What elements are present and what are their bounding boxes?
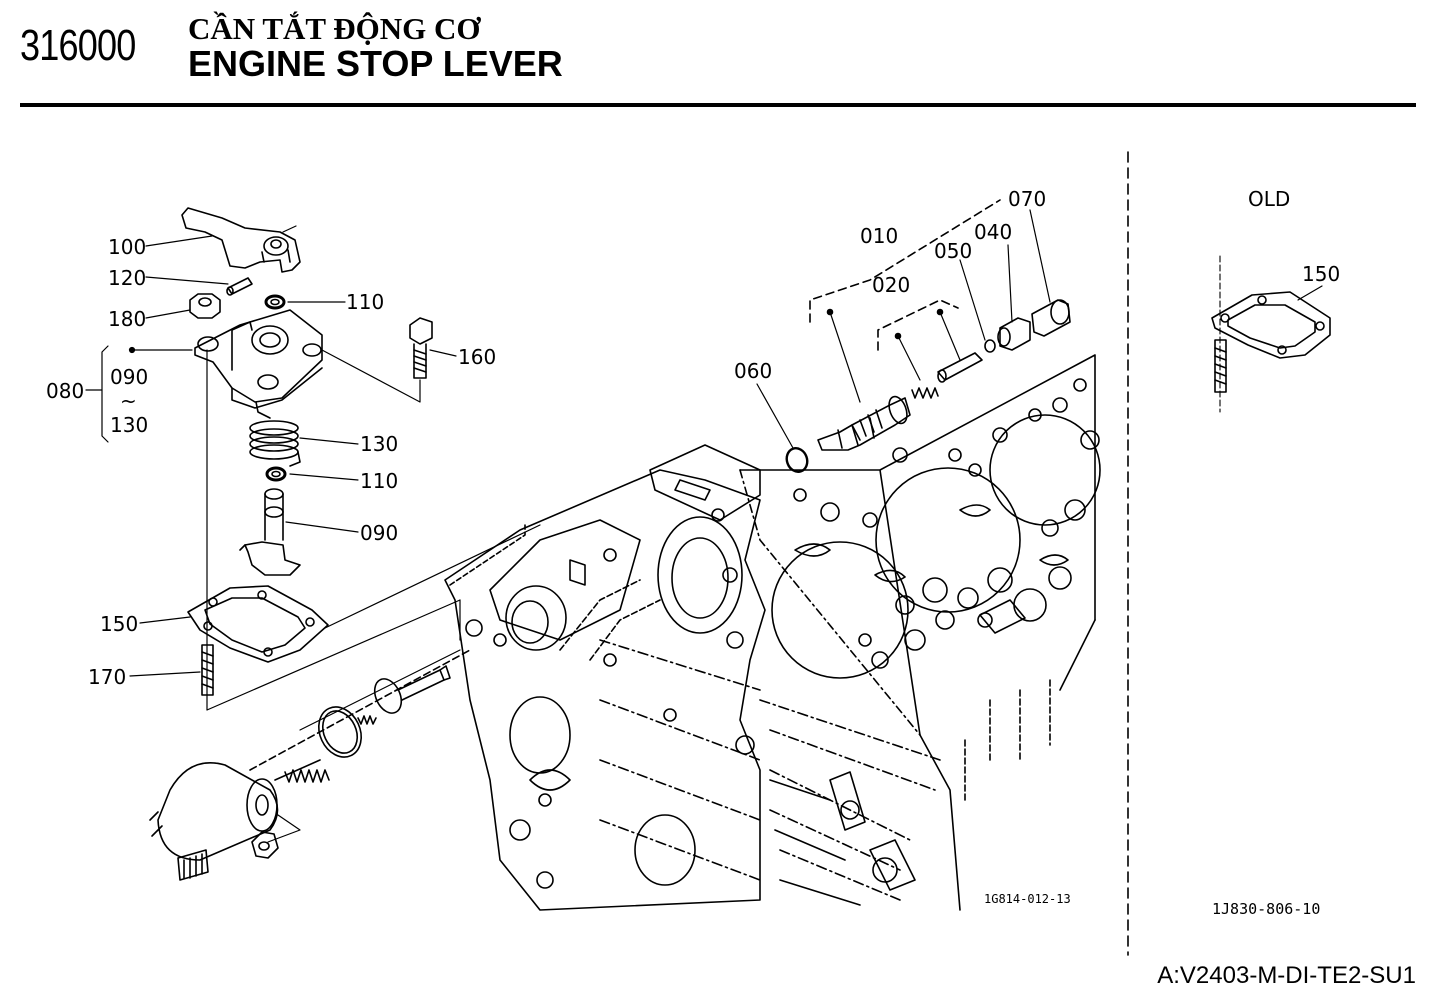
- title-vietnamese: CẦN TẮT ĐỘNG CƠ: [188, 11, 481, 46]
- label-090: 090: [360, 521, 398, 545]
- label-050: 050: [934, 239, 972, 263]
- page-header: 316000 CẦN TẮT ĐỘNG CƠ ENGINE STOP LEVER: [0, 0, 1440, 110]
- old-part-inset: [1127, 151, 1331, 956]
- part-labels: 100 120 180 110 160 080 090 ~ 130 130 11…: [46, 187, 1340, 918]
- stop-solenoid-assembly: [149, 649, 471, 881]
- label-150: 150: [100, 612, 138, 636]
- figure-code-old: 1J830-806-10: [1212, 900, 1320, 918]
- label-170: 170: [88, 665, 126, 689]
- label-120: 120: [108, 266, 146, 290]
- label-range-tilde: ~: [120, 389, 137, 413]
- leader-lines: [85, 209, 1323, 677]
- label-040: 040: [974, 220, 1012, 244]
- label-100: 100: [108, 235, 146, 259]
- label-090-range: 090: [110, 365, 148, 389]
- engine-block: [444, 354, 1101, 911]
- title-english: ENGINE STOP LEVER: [188, 43, 563, 84]
- label-080: 080: [46, 379, 84, 403]
- label-020: 020: [872, 273, 910, 297]
- label-110-lower: 110: [360, 469, 398, 493]
- stop-lever-assembly: [181, 207, 541, 711]
- fuel-cut-assembly: [785, 199, 1071, 473]
- label-110-upper: 110: [346, 290, 384, 314]
- label-060: 060: [734, 359, 772, 383]
- label-070: 070: [1008, 187, 1046, 211]
- label-010: 010: [860, 224, 898, 248]
- model-code: A:V2403-M-DI-TE2-SU1: [1157, 962, 1416, 989]
- header-rule: [20, 103, 1416, 107]
- page-code: 316000: [20, 21, 136, 70]
- label-160: 160: [458, 345, 496, 369]
- old-inset-title: OLD: [1248, 187, 1290, 211]
- figure-code-main: 1G814-012-13: [984, 892, 1071, 906]
- label-130: 130: [360, 432, 398, 456]
- old-label-150: 150: [1302, 262, 1340, 286]
- label-130-range: 130: [110, 413, 148, 437]
- label-180: 180: [108, 307, 146, 331]
